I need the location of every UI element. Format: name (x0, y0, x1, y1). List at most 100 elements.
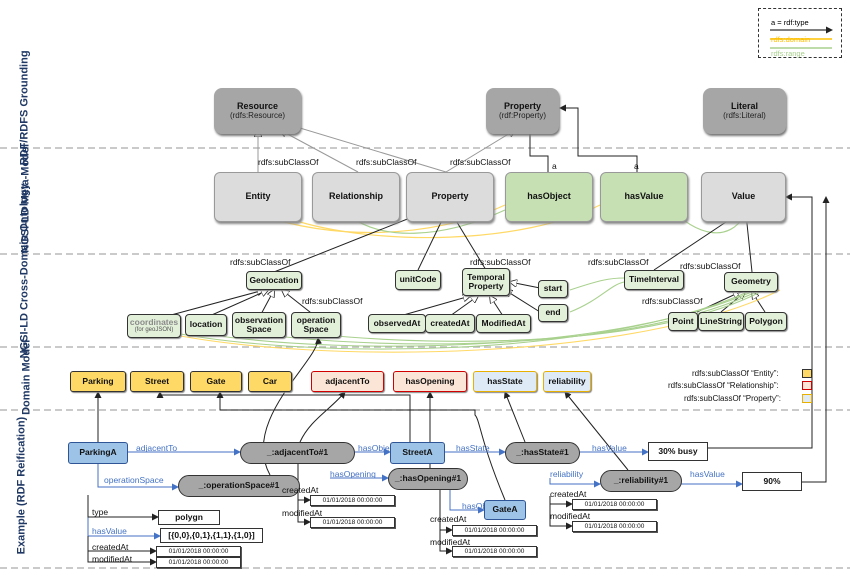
hasopening-class-node: hasOpening (393, 371, 467, 392)
reliability1-blank-node: _:reliability#1 (600, 470, 682, 492)
legend-relationship-swatch (802, 381, 812, 390)
reliability-class-node: reliability (543, 371, 591, 392)
subclassof-label: rdfs:subClassOf (470, 257, 531, 267)
modifiedat-node: ModifiedAt (476, 314, 531, 333)
modifiedat-label: modifiedAt (430, 537, 471, 547)
polygon-literal: polygn (158, 510, 220, 525)
hasvalue-relation-label: hasValue (690, 469, 725, 479)
gatea-entity: GateA (484, 500, 526, 520)
hasvalue-relation-label: hasValue (92, 526, 127, 536)
type-a-label: a (634, 161, 639, 171)
end-node: end (538, 304, 568, 322)
meta-hasobject-node: hasObject (505, 172, 593, 222)
meta-hasvalue-node: hasValue (600, 172, 688, 222)
subclassof-label: rdfs:subClassOf (230, 257, 291, 267)
end-subclass-arrow (505, 290, 541, 313)
temporal-subclass-arrow (452, 214, 487, 271)
location-subclass-arrow (204, 290, 268, 319)
property-property-arrow (445, 130, 515, 173)
coordinates-subclass-arrow (159, 290, 264, 319)
legend-entity-swatch (802, 369, 812, 378)
geometry-subclass-arrow (746, 214, 753, 273)
hasobject-type-arrow (526, 125, 549, 172)
timeinterval-subclass-arrow (653, 214, 738, 271)
createdat-subclass-arrow (449, 296, 478, 317)
rdfs-resource-node: Resource(rdfs:Resource) (214, 88, 301, 134)
legend-entity-label: rdfs:subClassOf “Entity”: (692, 369, 779, 378)
geolocation-subclass-arrow (273, 214, 420, 273)
ninety-type-arrow (785, 196, 830, 483)
reliability1-createdat-value: 01/01/2018 00:00:00 (572, 499, 657, 510)
adjacentto1-modifiedat-value: 01/01/2018 00:00:00 (310, 517, 395, 528)
unitcode-subclass-arrow (417, 214, 445, 271)
subclassof-label: rdfs:subClassOf (258, 157, 319, 167)
rdf-property-node: Property(rdf:Property) (486, 88, 559, 134)
streeta-entity: StreetA (390, 442, 445, 464)
subclassof-label: rdfs:subClassOf (356, 157, 417, 167)
hasobject-relation-label: hasObject (462, 501, 501, 511)
operationspace-relation-label: operationSpace (104, 475, 164, 485)
parking-class-node: Parking (70, 371, 126, 392)
ninety-literal: 90% (742, 472, 802, 491)
subclassof-label: rdfs:subClassOf (588, 257, 649, 267)
meta-value-node: Value (701, 172, 786, 222)
coordinates-literal: [{0,0},{0,1},{1,1},{1,0}] (160, 528, 263, 543)
linestring-node: LineString (698, 312, 744, 331)
hasopening1-blank-node: _:hasOpening#1 (388, 468, 468, 490)
modifiedat-label: modifiedAt (92, 554, 133, 564)
operation-subclass-arrow (282, 290, 316, 317)
legend-type: a = rdf:type (771, 18, 809, 27)
start-subclass-arrow (510, 282, 541, 289)
geolocation-node: Geolocation (246, 271, 302, 290)
subclassof-label: rdfs:subClassOf (642, 296, 703, 306)
adjacentto1-type-arrow (299, 391, 346, 443)
busy-type-arrow (695, 193, 813, 449)
reliability1-modifiedat-value: 01/01/2018 00:00:00 (572, 521, 657, 532)
createdat-label: createdAt (430, 514, 467, 524)
hasstate1-type-arrow (503, 391, 526, 443)
hasopening1-createdat-value: 01/01/2018 00:00:00 (452, 525, 537, 536)
createdat-label: createdAt (282, 485, 319, 495)
adjacentto-relation-label: adjacentTo (136, 443, 178, 453)
subclassof-label: rdfs:subClassOf (302, 296, 363, 306)
observation-space-node: observation Space (232, 312, 286, 338)
layer-domain-label: Domain Model (20, 339, 33, 415)
location-node: location (185, 314, 227, 336)
legend: a = rdf:type rdfs:domain rdfs:range (758, 8, 842, 58)
subclassof-label: rdfs:subClassOf (450, 157, 511, 167)
observedat-node: observedAt (368, 314, 426, 333)
adjacentto1-createdat-value: 01/01/2018 00:00:00 (310, 495, 395, 506)
hasopening-relation-label: hasOpening (330, 469, 376, 479)
operationspace1-modifiedat-value: 01/01/2018 00:00:00 (156, 557, 241, 568)
unitcode-node: unitCode (395, 270, 441, 290)
reliability1-type-arrow (564, 391, 629, 471)
polygon-node: Polygon (745, 312, 787, 331)
layer-example-label: Example (RDF Reification) (15, 416, 28, 555)
hasobject-relation-label: hasObject (358, 443, 397, 453)
temporal-property-node: Temporal Property (462, 268, 510, 296)
hasvalue-relation-label: hasValue (592, 443, 627, 453)
meta-property-node: Property (406, 172, 494, 222)
modifiedat-subclass-arrow (490, 296, 504, 317)
observedat-subclass-arrow (399, 296, 470, 317)
operation-space-node: operation Space (291, 312, 341, 338)
adjacentto1-blank-node: _:adjacentTo#1 (240, 442, 355, 464)
subclassof-label: rdfs:subClassOf (680, 261, 741, 271)
hasstate1-blank-node: _:hasState#1 (505, 442, 580, 464)
type-label: type (92, 507, 109, 517)
rdfs-literal-node: Literal(rdfs:Literal) (703, 88, 786, 134)
legend-range: rdfs:range (771, 49, 805, 58)
coordinates-node: coordinates(for geoJSON) (127, 314, 181, 338)
hasopening1-modifiedat-value: 01/01/2018 00:00:00 (452, 546, 537, 557)
hasstate-relation-label: hasState (456, 443, 490, 453)
modifiedat-label: modifiedAt (550, 511, 591, 521)
relationship-subclassof-arrow (280, 130, 359, 173)
busy-literal: 30% busy (648, 442, 708, 461)
adjacentto-class-node: adjacentTo (311, 371, 384, 392)
gate-class-node: Gate (190, 371, 242, 392)
point-node: Point (668, 312, 698, 331)
legend-domain: rdfs:domain (771, 35, 811, 44)
geometry-node: Geometry (724, 272, 778, 292)
operationspace1-blank-node: _:operationSpace#1 (178, 475, 300, 497)
reliability-relation-label: reliability (550, 469, 584, 479)
